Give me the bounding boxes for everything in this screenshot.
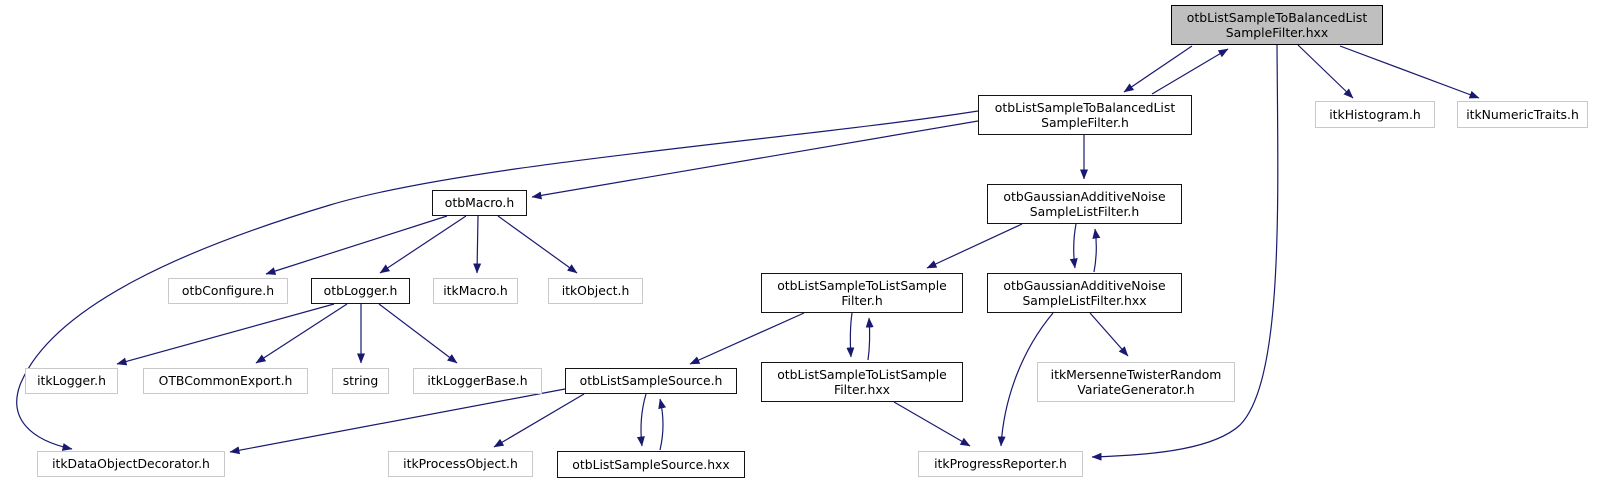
edge-otbListSampleToBalancedListSampleFilter-h-to-otbListSampleToBalancedListSampleFilter-hxx (1151, 48, 1229, 95)
node-itkHistogram-h[interactable]: itkHistogram.h (1315, 101, 1435, 128)
edge-otbGaussianAdditiveNoiseSampleListFilter-hxx-to-itkProgressReporter-h (997, 312, 1054, 447)
node-itkProcessObject-h[interactable]: itkProcessObject.h (388, 451, 533, 477)
node-otbMacro-h[interactable]: otbMacro.h (432, 190, 527, 216)
node-itkLogger-h[interactable]: itkLogger.h (25, 368, 118, 394)
edge-otbListSampleToListSampleFilter-h-to-otbListSampleSource-h (689, 312, 805, 365)
edge-otbListSampleToBalancedListSampleFilter-hxx-to-itkProgressReporter-h (1091, 44, 1279, 461)
node-itkObject-h[interactable]: itkObject.h (548, 278, 643, 304)
node-otbListSampleToBalancedListSampleFilter-h[interactable]: otbListSampleToBalancedList SampleFilter… (978, 95, 1192, 135)
node-otbConfigure-h[interactable]: otbConfigure.h (168, 278, 288, 304)
edge-otbMacro-h-to-otbLogger-h (379, 215, 467, 274)
edge-otbMacro-h-to-otbConfigure-h (265, 215, 448, 275)
node-itkMacro-h[interactable]: itkMacro.h (433, 278, 518, 304)
node-otbListSampleSource-hxx[interactable]: otbListSampleSource.hxx (557, 451, 745, 478)
edge-otbGaussianAdditiveNoiseSampleListFilter-hxx-to-itkMersenneTwisterRandomVariateGenerator-h (1089, 312, 1129, 357)
edge-otbMacro-h-to-itkMacro-h (473, 215, 482, 274)
node-itkLoggerBase-h[interactable]: itkLoggerBase.h (413, 368, 542, 394)
node-itkMersenneTwisterRandomVariateGenerator-h[interactable]: itkMersenneTwisterRandom VariateGenerato… (1037, 362, 1235, 402)
edge-otbGaussianAdditiveNoiseSampleListFilter-h-to-otbListSampleToListSampleFilter-h (926, 223, 1023, 269)
edge-otbListSampleToListSampleFilter-hxx-to-otbListSampleToListSampleFilter-h (865, 317, 874, 361)
node-otbGaussianAdditiveNoiseSampleListFilter-hxx[interactable]: otbGaussianAdditiveNoise SampleListFilte… (987, 273, 1182, 313)
edge-otbListSampleToBalancedListSampleFilter-hxx-to-otbListSampleToBalancedListSampleFilter-h (1123, 45, 1193, 93)
edge-otbListSampleToListSampleFilter-h-to-otbListSampleToListSampleFilter-hxx (846, 312, 855, 358)
edge-otbListSampleToBalancedListSampleFilter-hxx-to-itkNumericTraits-h (1339, 45, 1480, 99)
node-otbLogger-h[interactable]: otbLogger.h (311, 278, 410, 304)
node-otbGaussianAdditiveNoiseSampleListFilter-h[interactable]: otbGaussianAdditiveNoise SampleListFilte… (987, 184, 1182, 224)
node-otbListSampleToListSampleFilter-hxx[interactable]: otbListSampleToListSample Filter.hxx (761, 362, 963, 402)
node-string[interactable]: string (332, 368, 389, 394)
edge-otbListSampleSource-h-to-otbListSampleSource-hxx (636, 393, 647, 447)
node-itkDataObjectDecorator-h[interactable]: itkDataObjectDecorator.h (37, 451, 225, 477)
edge-otbGaussianAdditiveNoiseSampleListFilter-hxx-to-otbGaussianAdditiveNoiseSampleListFilter-h (1092, 228, 1101, 273)
edge-otbListSampleToBalancedListSampleFilter-h-to-itkDataObjectDecorator-h (16, 110, 979, 451)
edge-otbListSampleSource-hxx-to-otbListSampleSource-h (658, 398, 667, 451)
node-OTBCommonExport-h[interactable]: OTBCommonExport.h (143, 368, 308, 394)
edge-otbListSampleSource-h-to-itkProcessObject-h (493, 393, 585, 448)
node-itkNumericTraits-h[interactable]: itkNumericTraits.h (1457, 101, 1588, 128)
edge-otbListSampleToListSampleFilter-hxx-to-itkProgressReporter-h (893, 401, 971, 447)
edge-otbGaussianAdditiveNoiseSampleListFilter-h-to-otbGaussianAdditiveNoiseSampleListFilter-hxx (1069, 223, 1078, 269)
edge-otbListSampleSource-h-to-itkDataObjectDecorator-h (229, 388, 566, 455)
node-otbListSampleToListSampleFilter-h[interactable]: otbListSampleToListSample Filter.h (761, 273, 963, 313)
edge-otbListSampleToBalancedListSampleFilter-hxx-to-itkHistogram-h (1297, 44, 1354, 99)
edge-otbListSampleToBalancedListSampleFilter-h-to-otbMacro-h (531, 120, 979, 200)
edge-otbMacro-h-to-itkObject-h (497, 215, 578, 274)
node-otbListSampleSource-h[interactable]: otbListSampleSource.h (565, 368, 737, 394)
edge-otbLogger-h-to-OTBCommonExport-h (255, 303, 348, 364)
edge-otbLogger-h-to-itkLoggerBase-h (378, 303, 458, 364)
node-itkProgressReporter-h[interactable]: itkProgressReporter.h (918, 451, 1083, 477)
node-otbListSampleToBalancedListSampleFilter-hxx[interactable]: otbListSampleToBalancedList SampleFilter… (1171, 5, 1383, 45)
edge-otbLogger-h-to-itkLogger-h (116, 303, 335, 366)
